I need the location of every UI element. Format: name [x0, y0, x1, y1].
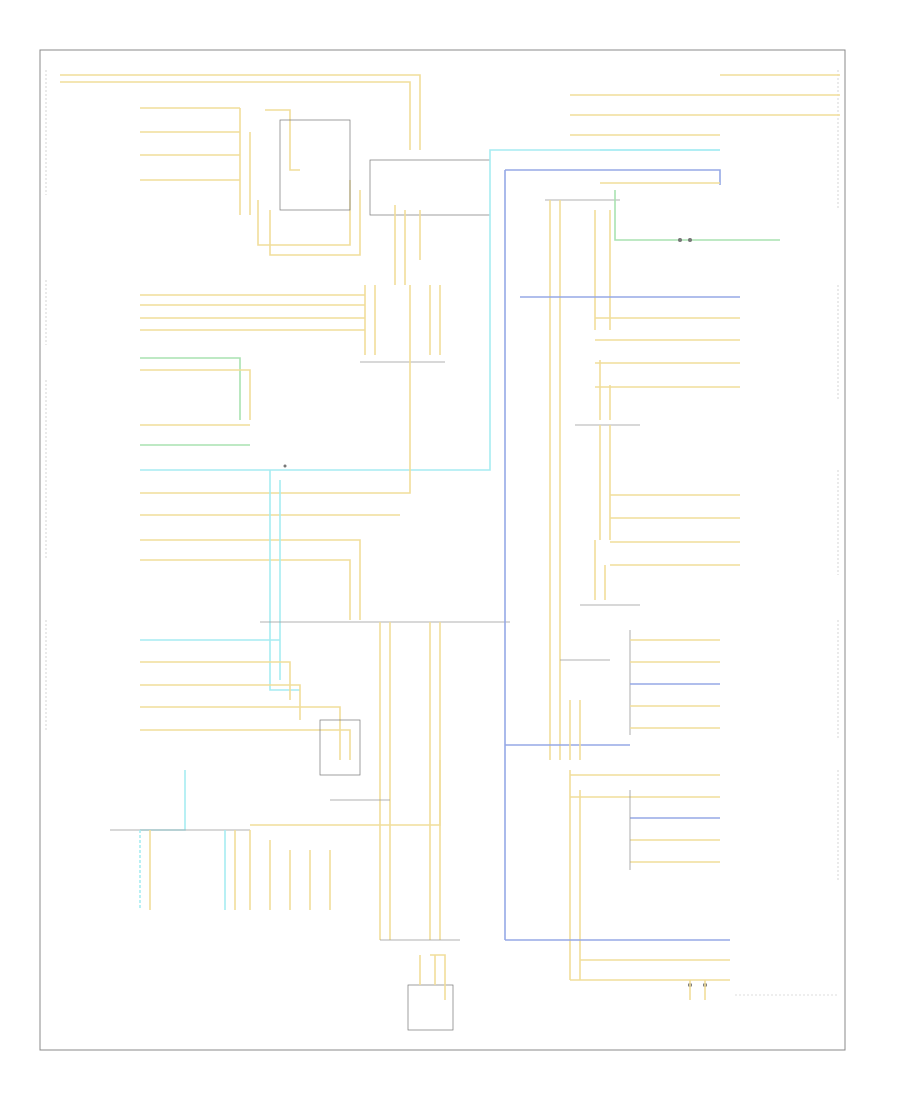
- right-top-connector-group: [505, 70, 840, 760]
- bottom-connector-group: [110, 760, 454, 1031]
- right-bottom-connector-group: [505, 620, 839, 760]
- right-lowest-connector-group: [505, 770, 839, 1000]
- right-middle-connector-group: [520, 285, 839, 540]
- left-middle-connector-group: [45, 280, 445, 420]
- left-module-connector-group: [45, 149, 720, 691]
- relay-box-1: [279, 119, 351, 211]
- right-lower-middle-connector-group: [580, 470, 839, 606]
- sensor-box: [319, 719, 361, 776]
- bottom-component-box: [407, 984, 454, 1031]
- diagram-border: [39, 49, 846, 1051]
- module-box-1: [369, 159, 491, 216]
- left-top-connector-group: [45, 70, 491, 285]
- left-bottom-connector-group: [45, 620, 510, 941]
